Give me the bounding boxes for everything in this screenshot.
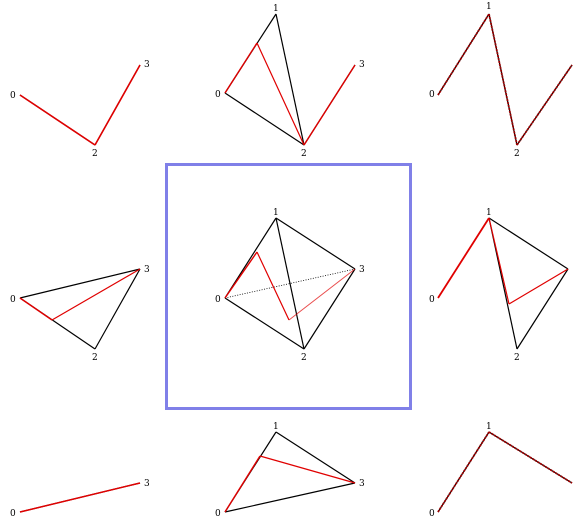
center-highlight-frame [165, 163, 412, 410]
edge-2-3 [94, 268, 141, 350]
path-0-1 [437, 431, 490, 513]
path-2-3 [303, 64, 356, 146]
vertex-label-0: 0 [215, 90, 221, 100]
vertex-label-3: 3 [144, 265, 150, 275]
panel-top-left: 0 2 3 [10, 60, 150, 159]
path-m02-3 [51, 268, 141, 321]
vertex-label-0: 0 [10, 509, 16, 519]
path-m01-p [256, 251, 290, 321]
vertex-label-1: 1 [273, 208, 279, 218]
edge-1-2 [275, 13, 305, 146]
edge-0-2 [224, 297, 305, 350]
path-1-3 [488, 431, 573, 484]
path-0-m01 [224, 42, 258, 94]
edge-0-1 [437, 431, 490, 513]
panel-middle-right: 0 1 2 [429, 208, 569, 363]
vertex-label-3: 3 [359, 60, 365, 70]
vertex-label-1: 1 [273, 4, 279, 14]
vertex-label-1: 1 [486, 2, 492, 12]
vertex-label-0: 0 [215, 509, 221, 519]
edge-0-3 [19, 268, 141, 299]
path-p-3 [288, 268, 356, 321]
vertex-label-2: 2 [301, 353, 307, 363]
edge-1-2 [275, 217, 305, 350]
panel-bottom-left: 0 3 [10, 479, 150, 519]
path-0-m01 [224, 251, 258, 299]
path-m01-3 [259, 455, 356, 484]
vertex-label-2: 2 [301, 149, 307, 159]
vertex-label-0: 0 [10, 295, 16, 305]
path-0-1 [437, 217, 490, 299]
vertex-label-0: 0 [429, 509, 435, 519]
vertex-label-1: 1 [486, 208, 492, 218]
path-1-m12 [488, 217, 510, 305]
edge-1-3 [488, 217, 569, 270]
path-1-2 [488, 13, 518, 146]
vertex-label-0: 0 [10, 91, 16, 101]
vertex-label-3: 3 [144, 60, 150, 70]
path-0-m01 [224, 455, 261, 513]
vertex-label-2: 2 [92, 149, 98, 159]
vertex-label-3: 3 [144, 479, 150, 489]
edge-2-3 [516, 268, 569, 350]
path-0-m02 [19, 297, 53, 321]
vertex-label-3: 3 [359, 265, 365, 275]
panel-top-center: 0 1 2 3 [215, 4, 365, 159]
vertex-label-0: 0 [429, 90, 435, 100]
vertex-label-1: 1 [486, 422, 492, 432]
path-2-3 [516, 64, 573, 146]
panel-middle-left: 0 2 3 [10, 265, 150, 363]
vertex-label-0: 0 [215, 295, 221, 305]
panel-top-right: 0 1 2 [429, 2, 573, 159]
vertex-label-2: 2 [514, 149, 520, 159]
panel-bottom-right: 0 1 [429, 422, 573, 519]
vertex-label-1: 1 [273, 422, 279, 432]
vertex-label-0: 0 [429, 295, 435, 305]
edge-1-3 [275, 431, 356, 484]
path-2-3 [94, 64, 141, 146]
edge-0-3 [224, 482, 356, 513]
vertex-label-2: 2 [92, 353, 98, 363]
panel-center: 0 1 2 3 [215, 208, 365, 363]
path-m12-3 [508, 268, 569, 305]
vertex-label-3: 3 [359, 479, 365, 489]
path-m01-2 [256, 42, 305, 146]
edge-0-2 [224, 92, 305, 146]
panel-bottom-center: 0 1 3 [215, 422, 365, 519]
edge-0-3-hidden [224, 268, 356, 299]
edge-1-3 [275, 217, 356, 270]
edge-2-3 [303, 268, 356, 350]
vertex-label-2: 2 [514, 353, 520, 363]
path-0-2 [19, 94, 96, 146]
path-0-1 [437, 13, 490, 96]
path-0-3 [19, 482, 141, 513]
